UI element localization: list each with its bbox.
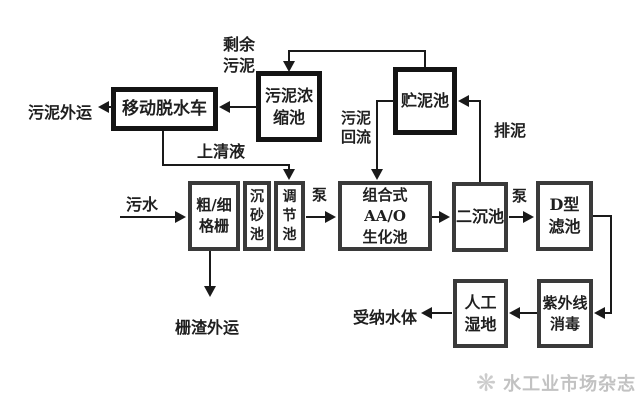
- node-regulating-tank: 调 节 池: [274, 181, 305, 251]
- label-influent: 污水: [126, 195, 159, 214]
- edge-thickener-truck-line: [229, 106, 257, 108]
- label-surplus-sludge: 剩余 污泥: [222, 35, 255, 75]
- arrowhead-uv-wetland: [509, 307, 520, 319]
- edge-uv-wetland-line: [519, 312, 537, 314]
- edge-supernatant-seg1: [162, 131, 164, 166]
- edge-influent-line: [120, 216, 175, 218]
- arrowhead-thickener-truck: [219, 101, 230, 113]
- arrowhead-truck-outbound: [98, 101, 109, 113]
- arrowhead-supernatant: [283, 169, 295, 180]
- edge-return-seg2: [376, 100, 378, 171]
- edge-discharge-seg1: [479, 100, 481, 182]
- node-grit-chamber: 沉 砂 池: [243, 181, 271, 251]
- node-mobile-dewatering-truck: 移动脱水车: [111, 87, 218, 131]
- edge-dfilter-uv-seg1: [593, 215, 612, 217]
- edge-aao-secondary-line: [432, 216, 440, 218]
- node-sludge-storage-tank: 贮泥池: [393, 67, 457, 135]
- node-secondary-clarifier: 二沉池: [452, 182, 508, 252]
- edge-supernatant-seg3: [288, 164, 290, 172]
- label-pump-2: 泵: [512, 187, 528, 205]
- arrowhead-secondary-dfilter: [523, 211, 534, 223]
- edge-surplus-seg2: [288, 50, 426, 52]
- magazine-watermark: ❋ 水工业市场杂志: [476, 370, 636, 396]
- label-receiving-water: 受纳水体: [353, 308, 418, 327]
- label-screen-residue-outbound: 栅渣外运: [175, 318, 240, 337]
- node-constructed-wetland: 人工 湿地: [453, 279, 508, 348]
- edge-supernatant-seg2: [162, 164, 290, 166]
- node-uv-disinfection: 紫外线 消毒: [537, 279, 593, 348]
- label-sludge-return: 污泥 回流: [340, 109, 371, 146]
- node-aao-tank: 组合式AA/O 生化池: [338, 181, 432, 251]
- edge-screen-residue-line: [209, 251, 211, 287]
- arrowhead-discharge: [458, 95, 469, 107]
- edge-wetland-receiving-line: [431, 312, 452, 314]
- edge-regulating-aao-line: [306, 216, 326, 218]
- arrowhead-dfilter-uv: [594, 307, 605, 319]
- arrowhead-surplus: [283, 61, 295, 72]
- label-sludge-outbound: 污泥外运: [28, 103, 93, 122]
- label-sludge-discharge: 排泥: [494, 121, 527, 140]
- edge-discharge-seg2: [468, 100, 481, 102]
- magazine-logo-icon: ❋: [476, 369, 497, 397]
- node-sludge-thickener: 污泥浓 缩池: [256, 71, 322, 142]
- arrowhead-screen-residue: [204, 286, 216, 297]
- edge-secondary-dfilter-line: [509, 216, 524, 218]
- edge-surplus-seg1: [424, 51, 426, 67]
- node-screen: 粗/细 格栅: [188, 181, 240, 251]
- label-pump-1: 泵: [312, 186, 328, 204]
- arrowhead-wetland-receiving: [421, 307, 432, 319]
- magazine-name: 水工业市场杂志: [503, 374, 637, 395]
- edge-return-seg1: [377, 100, 394, 102]
- arrowhead-aao-secondary: [439, 211, 450, 223]
- node-d-filter: D型 滤池: [536, 181, 593, 251]
- arrowhead-influent: [175, 211, 186, 223]
- edge-surplus-seg3: [288, 50, 290, 63]
- edge-dfilter-uv-seg2: [610, 215, 612, 314]
- arrowhead-regulating-aao: [325, 211, 336, 223]
- arrowhead-return: [371, 169, 383, 180]
- label-supernatant: 上清液: [197, 142, 246, 161]
- edge-dfilter-uv-seg3: [604, 312, 612, 314]
- edge-truck-outbound-line: [108, 106, 112, 108]
